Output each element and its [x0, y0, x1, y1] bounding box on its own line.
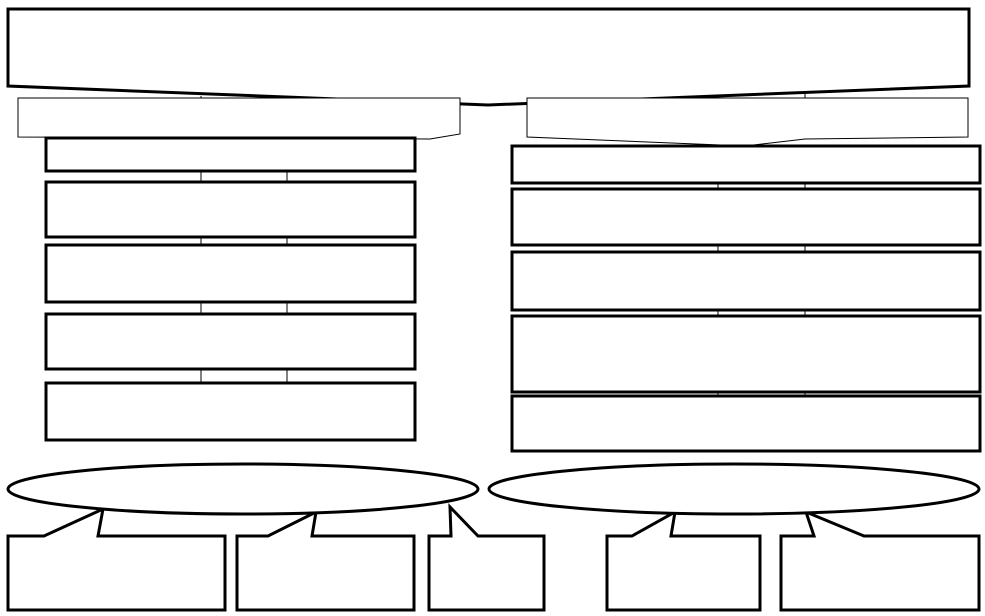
top-banner: [6, 7, 971, 107]
right-ellipse: [487, 462, 981, 516]
right-header: [526, 92, 969, 147]
right-box-2: [510, 187, 982, 247]
left-header: [17, 96, 461, 140]
right-box-5: [510, 394, 982, 453]
left-box-3: [44, 243, 417, 304]
left-box-stack: [44, 136, 417, 442]
right-box-4: [510, 314, 982, 394]
callout-1: [6, 506, 227, 612]
left-ellipse: [6, 462, 480, 516]
right-box-stack: [510, 144, 982, 453]
right-box-1: [510, 144, 982, 185]
callout-5: [779, 509, 981, 612]
callout-3: [427, 503, 546, 612]
left-box-2: [44, 180, 417, 239]
right-box-3: [510, 250, 982, 312]
callout-4: [605, 509, 762, 612]
callout-2: [235, 509, 416, 612]
left-box-4: [44, 312, 417, 371]
left-box-5: [44, 381, 417, 442]
left-box-1: [44, 136, 417, 173]
